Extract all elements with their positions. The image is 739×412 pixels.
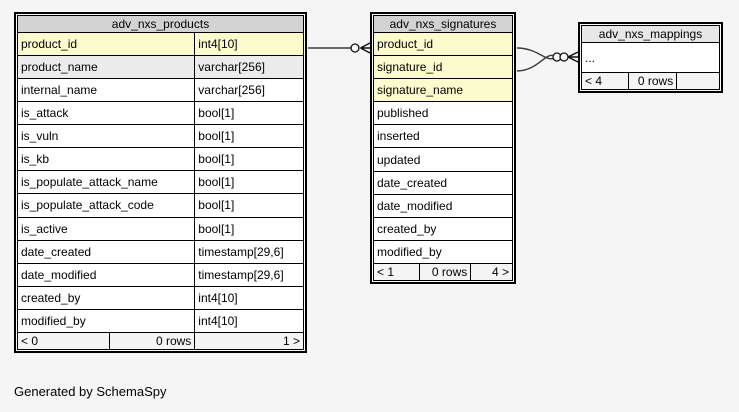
column-row: signature_id <box>373 55 513 80</box>
column-name: product_id <box>16 31 196 57</box>
column-name: created_by <box>16 285 196 310</box>
degree-row: < 4 0 rows <box>581 72 720 90</box>
column-name: is_kb <box>16 147 196 172</box>
column-row: inserted <box>373 124 513 149</box>
column-row: date_created <box>373 170 513 195</box>
column-type: int4[10] <box>194 285 304 310</box>
column-type: bool[1] <box>194 147 304 172</box>
column-name: product_id <box>373 31 513 57</box>
degree-row: < 1 0 rows 4 > <box>373 263 513 281</box>
column-type: varchar[256] <box>194 55 304 80</box>
column-row: ... <box>581 42 720 73</box>
column-type: varchar[256] <box>194 78 304 103</box>
crow-foot-icon <box>360 42 371 54</box>
column-name: internal_name <box>16 78 196 103</box>
zero-circle-icon <box>552 52 562 62</box>
edge-signatures-signature-id-to-mappings <box>516 52 569 72</box>
column-type: bool[1] <box>194 124 304 149</box>
parents-count: < 1 <box>373 263 420 281</box>
column-name: is_active <box>16 216 196 241</box>
table-title[interactable]: adv_nxs_products <box>17 15 304 33</box>
children-count <box>676 72 720 90</box>
edge-signatures-product-id-to-mappings <box>516 47 562 62</box>
zero-circle-icon <box>559 52 569 62</box>
column-name: modified_by <box>16 308 196 334</box>
column-name: is_populate_attack_name <box>16 170 196 195</box>
table-title[interactable]: adv_nxs_signatures <box>373 15 513 33</box>
column-name: updated <box>373 147 513 172</box>
column-name: published <box>373 101 513 126</box>
row-count: 0 rows <box>627 72 678 90</box>
column-type: int4[10] <box>194 31 304 57</box>
degree-row: < 0 0 rows 1 > <box>17 332 304 350</box>
column-name: is_vuln <box>16 124 196 149</box>
row-count: 0 rows <box>418 263 472 281</box>
edge-products-to-signatures <box>308 42 371 54</box>
crow-foot-icon <box>567 51 579 63</box>
column-row: modified_by <box>373 239 513 265</box>
column-type: bool[1] <box>194 216 304 241</box>
column-row: created_by <box>373 216 513 241</box>
column-name: signature_id <box>373 55 513 80</box>
column-type: bool[1] <box>194 170 304 195</box>
parents-count: < 0 <box>17 332 110 350</box>
column-name: signature_name <box>373 78 513 103</box>
column-name: created_by <box>373 216 513 241</box>
column-name: date_modified <box>16 262 196 287</box>
row-count: 0 rows <box>108 332 196 350</box>
column-row: updated <box>373 147 513 172</box>
column-name: date_modified <box>373 193 513 218</box>
column-type: int4[10] <box>194 308 304 334</box>
column-type: bool[1] <box>194 193 304 218</box>
column-name: inserted <box>373 124 513 149</box>
column-type: bool[1] <box>194 101 304 126</box>
column-type: timestamp[29,6] <box>194 262 304 287</box>
column-row: product_id <box>373 31 513 57</box>
column-name: product_name <box>16 55 196 80</box>
children-count: 4 > <box>470 263 513 281</box>
column-name: is_attack <box>16 101 196 126</box>
column-name: date_created <box>373 170 513 195</box>
column-name: date_created <box>16 239 196 264</box>
column-row: published <box>373 101 513 126</box>
parents-count: < 4 <box>581 72 629 90</box>
generated-by-note: Generated by SchemaSpy <box>14 384 167 399</box>
table-title[interactable]: adv_nxs_mappings <box>581 25 720 43</box>
zero-circle-icon <box>350 43 360 53</box>
column-row: signature_name <box>373 78 513 103</box>
table-adv-nxs-mappings[interactable]: adv_nxs_mappings ... < 4 0 rows <box>578 22 723 93</box>
column-name: ... <box>581 42 720 73</box>
column-name: modified_by <box>373 239 513 265</box>
children-count: 1 > <box>194 332 304 350</box>
column-type: timestamp[29,6] <box>194 239 304 264</box>
column-row: date_modified <box>373 193 513 218</box>
column-name: is_populate_attack_code <box>16 193 196 218</box>
